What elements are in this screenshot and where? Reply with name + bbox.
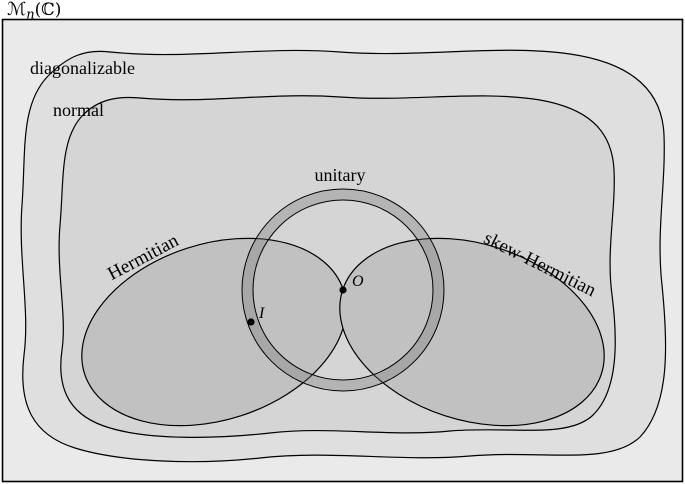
set-region-unitary-ring: [241, 188, 445, 392]
title-script-m: ℳ: [7, 0, 26, 20]
title-subscript: n: [26, 8, 34, 23]
point-zero-label: O: [352, 273, 364, 290]
point-identity-dot: [247, 318, 255, 326]
point-zero-dot: [339, 286, 347, 294]
title-rest: (ℂ): [35, 0, 62, 20]
point-identity-label: I: [258, 305, 265, 322]
label-unitary: unitary: [315, 165, 366, 185]
label-normal: normal: [53, 100, 104, 120]
diagram-title: ℳn(ℂ): [7, 0, 61, 23]
label-diagonalizable: diagonalizable: [30, 58, 135, 78]
